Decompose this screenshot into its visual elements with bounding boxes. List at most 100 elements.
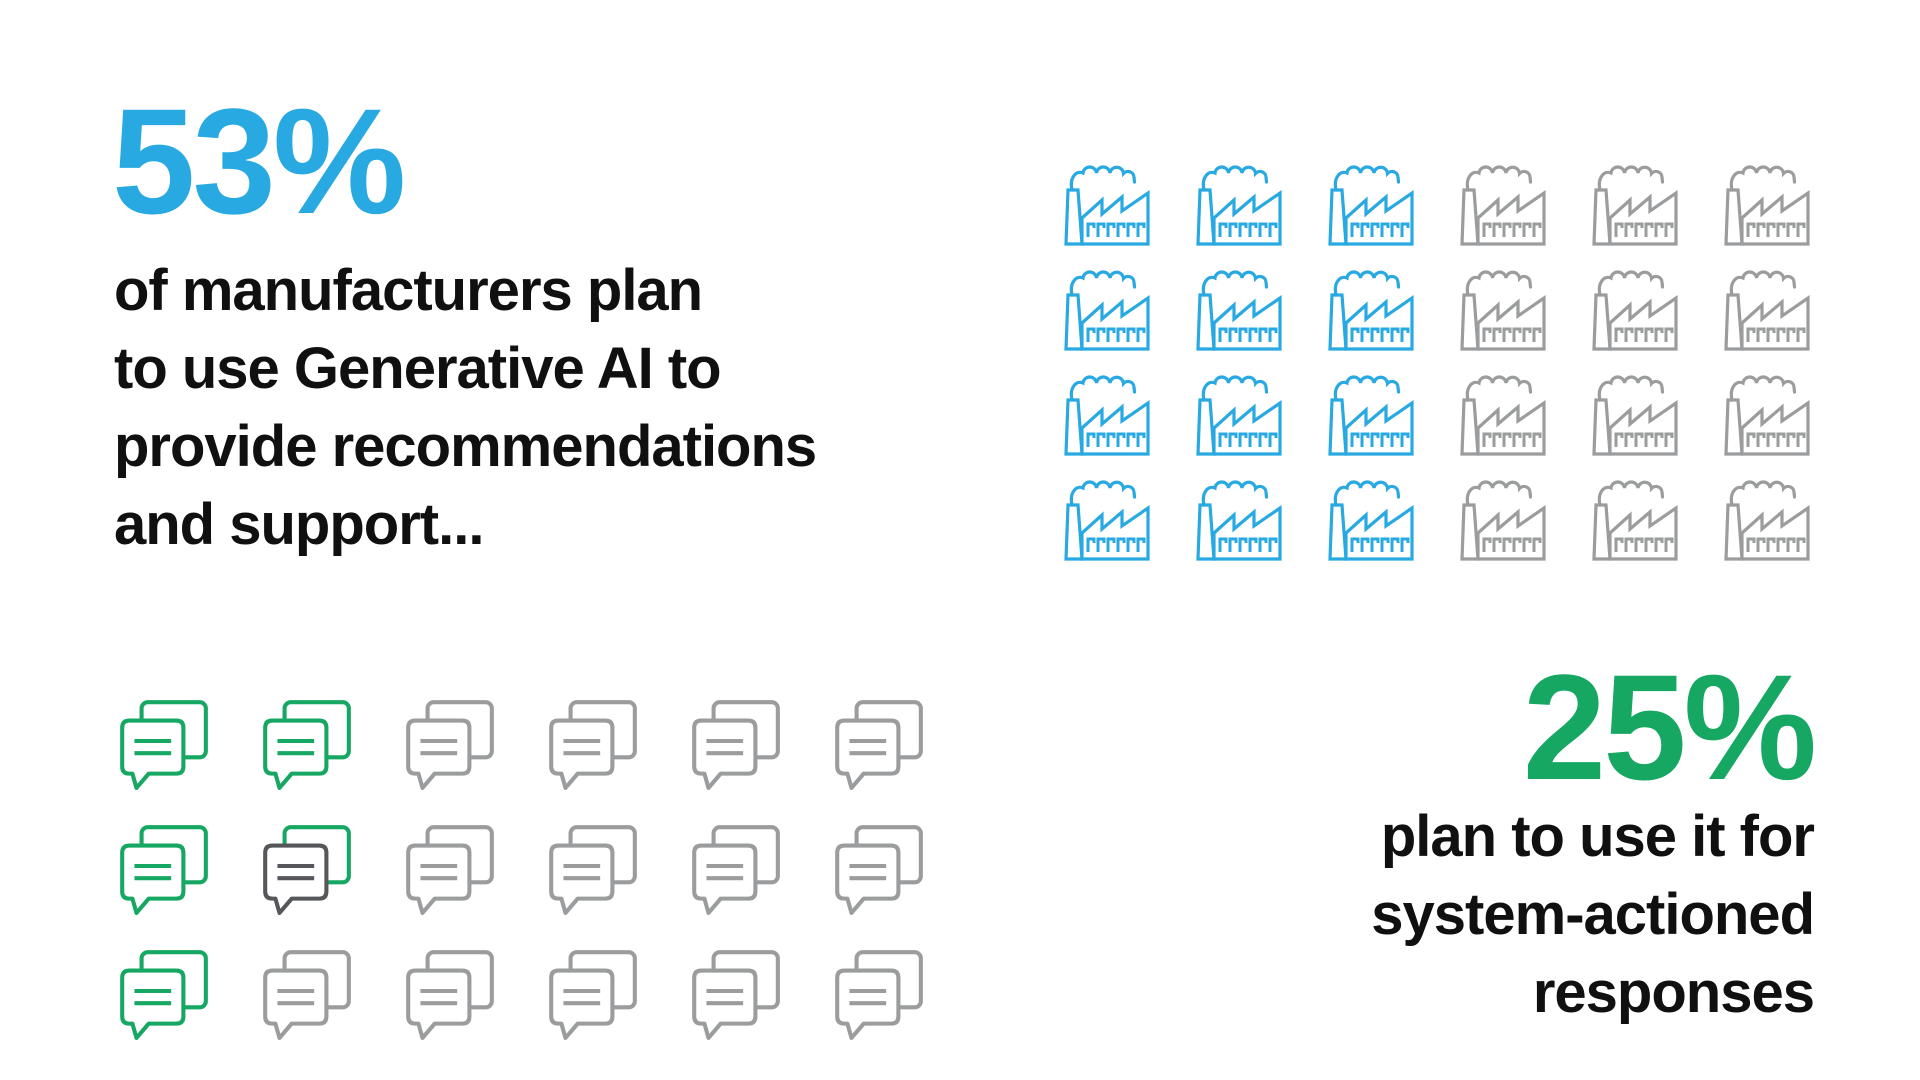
factory-body [1212,294,1282,351]
stat-53-line-1: of manufacturers plan [114,258,703,323]
factory-body [1212,399,1282,456]
factory-icon [1724,165,1810,246]
chat-text-lines [563,738,601,756]
chat-text-lines [134,988,172,1006]
factory-icon [1196,270,1282,351]
factory-chimney [1460,398,1480,456]
chat-icon [692,825,780,915]
factory-body [1212,504,1282,561]
factory-smoke [1069,375,1137,402]
chat-icon [120,825,208,915]
factory-icon [1328,375,1414,456]
chat-icon [835,950,923,1040]
chat-front-bubble [835,968,901,1040]
factory-windows [1218,432,1278,447]
factory-smoke [1333,165,1401,192]
stat-53-line-4: and support... [114,492,484,557]
factory-icon [1328,165,1414,246]
factory-icon [1592,270,1678,351]
factory-chimney [1064,503,1084,561]
factory-smoke [1069,480,1137,507]
factory-icon [1064,375,1150,456]
chat-icon [549,700,637,790]
factory-windows [1086,537,1146,552]
factory-icon [1328,270,1414,351]
chat-front-bubble [120,968,186,1040]
factory-body [1344,504,1414,561]
chat-pictograph-grid [112,694,929,1040]
factory-body [1740,294,1810,351]
factory-smoke [1729,270,1797,297]
chat-icon [120,700,208,790]
factory-body [1608,189,1678,246]
factory-body [1476,294,1546,351]
stat-53-description: of manufacturers plan to use Generative … [114,252,817,564]
factory-icon [1064,270,1150,351]
factory-icon [1592,165,1678,246]
chat-front-bubble [120,843,186,915]
chat-text-lines [277,863,315,881]
chat-icon [406,700,494,790]
factory-smoke [1201,375,1269,402]
factory-body [1080,294,1150,351]
factory-body [1080,504,1150,561]
stat-25-description: plan to use it for system-actioned respo… [1371,798,1815,1032]
chat-front-bubble [835,718,901,790]
chat-front-bubble [549,968,615,1040]
stat-53-value: 53% [112,77,406,245]
factory-smoke [1201,165,1269,192]
factory-icon [1724,480,1810,561]
factory-smoke [1333,270,1401,297]
factory-chimney [1064,398,1084,456]
factory-icon [1460,375,1546,456]
factory-smoke [1597,165,1665,192]
factory-chimney [1724,293,1744,351]
chat-text-lines [706,863,744,881]
chat-front-bubble [406,843,472,915]
factory-body [1344,294,1414,351]
chat-text-lines [134,863,172,881]
chat-text-lines [277,988,315,1006]
chat-front-bubble [692,843,758,915]
factory-chimney [1592,188,1612,246]
factory-windows [1482,222,1542,237]
chat-front-bubble [549,718,615,790]
factory-windows [1218,222,1278,237]
factory-windows [1746,432,1806,447]
chat-text-lines [849,863,887,881]
chat-text-lines [420,988,458,1006]
chat-text-lines [420,863,458,881]
stat-25-line-3: responses [1532,960,1815,1025]
factory-chimney [1592,398,1612,456]
stat-53-line-3: provide recommendations [114,414,817,479]
factory-smoke [1333,480,1401,507]
chat-front-bubble [692,718,758,790]
chat-front-bubble [263,843,329,915]
factory-chimney [1460,188,1480,246]
factory-windows [1350,222,1410,237]
factory-icon [1064,165,1150,246]
chat-text-lines [563,863,601,881]
chat-front-bubble [263,718,329,790]
factory-body [1740,504,1810,561]
factory-smoke [1729,165,1797,192]
factory-body [1344,399,1414,456]
factory-icon [1724,375,1810,456]
chat-text-lines [849,988,887,1006]
chat-icon [835,825,923,915]
factory-windows [1746,222,1806,237]
chat-text-lines [706,738,744,756]
factory-chimney [1196,398,1216,456]
factory-windows [1614,327,1674,342]
factory-windows [1482,327,1542,342]
factory-icon [1196,375,1282,456]
stat-25-value: 25% [1522,643,1817,811]
chat-front-bubble [549,843,615,915]
factory-chimney [1592,293,1612,351]
chat-icon [406,825,494,915]
factory-body [1080,189,1150,246]
factory-body [1476,399,1546,456]
chat-icon [120,950,208,1040]
factory-body [1080,399,1150,456]
